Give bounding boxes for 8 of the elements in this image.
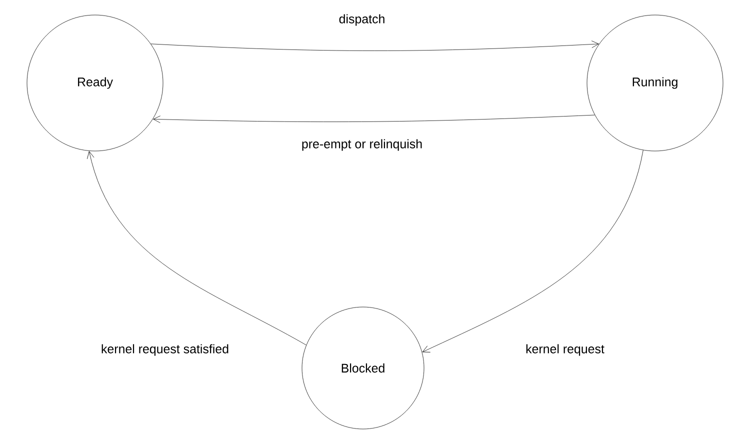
- arrow: [153, 114, 595, 124]
- edge-label: dispatch: [338, 13, 386, 27]
- arrow: [150, 40, 599, 51]
- edge-label: kernel request satisfied: [100, 343, 230, 357]
- arrow: [422, 150, 644, 352]
- arrow: [87, 151, 306, 346]
- edge-label: pre-empt or relinquish: [300, 138, 424, 152]
- edge-label: kernel request: [524, 343, 606, 357]
